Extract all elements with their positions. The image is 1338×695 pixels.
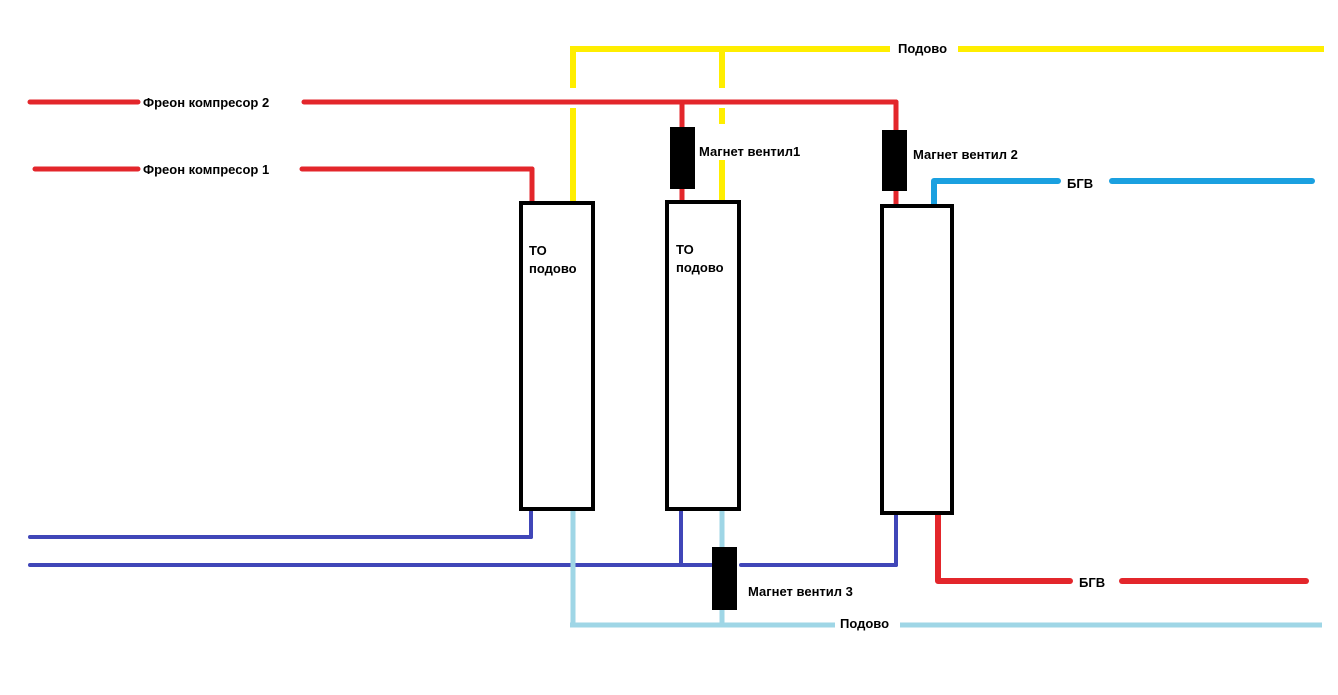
magnetic-valve-1-label: Магнет вентил1 xyxy=(699,144,800,159)
bgv-return-line xyxy=(935,510,1309,584)
podovo-top-label: Подово xyxy=(898,41,947,56)
heat-exchanger-2 xyxy=(665,200,741,511)
bgv-bottom-label: БГВ xyxy=(1079,575,1105,590)
bgv-supply-line xyxy=(931,178,1315,209)
heat-exchanger-2-label-line2: подово xyxy=(676,260,724,275)
magnetic-valve-2 xyxy=(882,130,907,191)
podovo-top-line xyxy=(570,46,1324,204)
freon-compressor-2-label: Фреон компресор 2 xyxy=(143,95,269,110)
heat-exchanger-3 xyxy=(880,204,954,515)
magnetic-valve-3-label: Магнет вентил 3 xyxy=(748,584,853,599)
podovo-bottom-line xyxy=(570,509,1322,628)
heat-exchanger-1 xyxy=(519,201,595,511)
heat-exchanger-1-label-line2: подово xyxy=(529,261,577,276)
freon-lines xyxy=(27,99,899,209)
freon-compressor-1-label: Фреон компресор 1 xyxy=(143,162,269,177)
magnetic-valve-2-label: Магнет вентил 2 xyxy=(913,147,1018,162)
heat-exchanger-1-label-line1: ТО xyxy=(529,243,547,258)
magnetic-valve-3 xyxy=(712,547,737,610)
return-lines xyxy=(28,507,898,567)
bgv-top-label: БГВ xyxy=(1067,176,1093,191)
heat-exchanger-2-label-line1: ТО xyxy=(676,242,694,257)
podovo-bottom-label: Подово xyxy=(840,616,889,631)
magnetic-valve-1 xyxy=(670,127,695,189)
